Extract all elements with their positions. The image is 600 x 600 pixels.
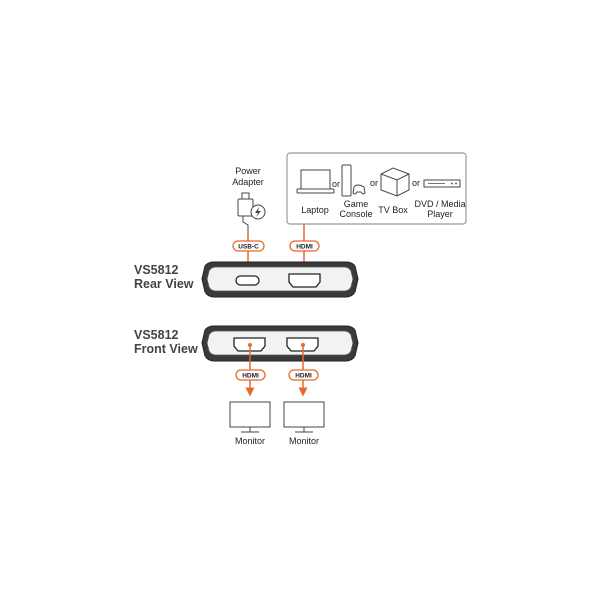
- usbc-port: [235, 275, 260, 286]
- rear-view-label: Rear View: [134, 277, 194, 291]
- sources-panel: [286, 152, 467, 225]
- tv-box-icon: [380, 167, 410, 197]
- power-plug-icon: [237, 192, 266, 234]
- or-label: or: [370, 178, 378, 188]
- monitor-icon: [229, 401, 271, 433]
- laptop-label: Laptop: [301, 205, 329, 215]
- hdmi-output-badge-1-label: HDMI: [242, 373, 259, 380]
- usbc-badge-label: USB-C: [238, 244, 259, 251]
- front-device: [201, 325, 359, 362]
- tv-box-label: TV Box: [378, 205, 408, 215]
- rear-device: [201, 261, 359, 298]
- rear-model-label: VS5812: [134, 263, 179, 277]
- hdmi-input-port: [288, 273, 321, 288]
- front-model-label: VS5812: [134, 328, 179, 342]
- or-label: or: [332, 179, 340, 189]
- hdmi-input-badge: HDMI: [289, 240, 320, 252]
- power-adapter: Power Adapter: [232, 166, 266, 234]
- monitor-1-label: Monitor: [235, 436, 265, 446]
- or-label: or: [412, 178, 420, 188]
- monitor-icon: [283, 401, 325, 433]
- laptop-icon: [296, 169, 335, 194]
- game-console-label-line1: Game: [344, 199, 369, 209]
- dvd-player-label-line2: Player: [427, 209, 453, 219]
- hdmi-output-badge-2-label: HDMI: [295, 373, 312, 380]
- hdmi-output-badge-2: HDMI: [288, 369, 319, 381]
- game-console-icon: [341, 164, 366, 197]
- front-view-label: Front View: [134, 342, 198, 356]
- dvd-player-icon: [423, 179, 461, 188]
- dvd-player-label-line1: DVD / Media: [414, 199, 465, 209]
- power-adapter-label-line2: Adapter: [232, 177, 264, 187]
- game-console-label-line2: Console: [339, 209, 372, 219]
- hdmi-input-badge-label: HDMI: [296, 244, 313, 251]
- monitor-2-label: Monitor: [289, 436, 319, 446]
- power-adapter-label-line1: Power: [235, 166, 261, 176]
- hdmi-output-badge-1: HDMI: [235, 369, 266, 381]
- usbc-badge: USB-C: [232, 240, 265, 252]
